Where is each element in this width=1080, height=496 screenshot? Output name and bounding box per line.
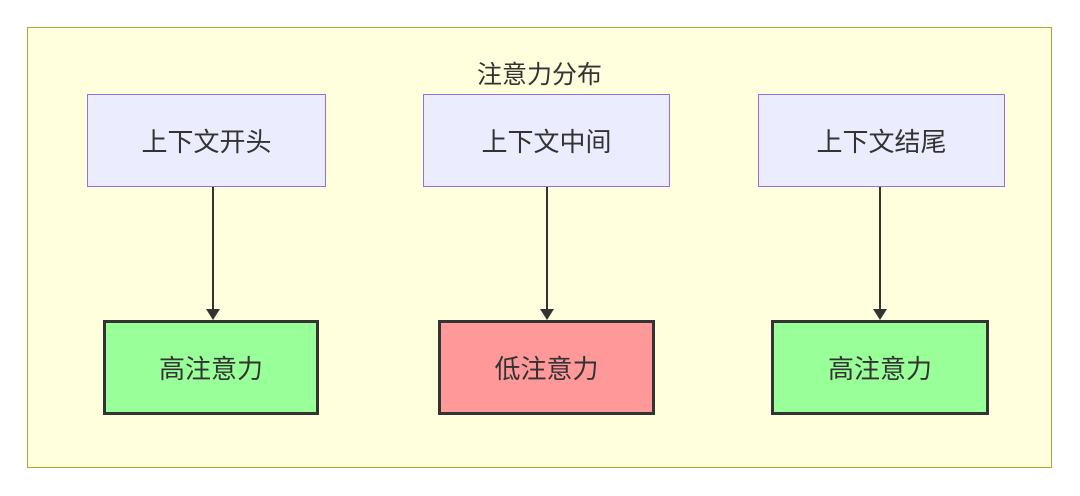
arrow-context-end-to-high-attention: [873, 187, 887, 320]
arrow-line: [546, 187, 548, 311]
high-attention-node-left: 高注意力: [103, 320, 319, 415]
context-middle-node: 上下文中间: [423, 94, 670, 187]
arrow-head-icon: [540, 309, 554, 320]
arrow-context-middle-to-low-attention: [540, 187, 554, 320]
cluster-title: 注意力分布: [476, 61, 602, 89]
high-attention-node-right: 高注意力: [771, 320, 989, 415]
low-attention-node: 低注意力: [438, 320, 655, 415]
arrow-context-start-to-high-attention: [206, 187, 220, 320]
arrow-head-icon: [206, 309, 220, 320]
context-start-node: 上下文开头: [87, 94, 326, 187]
arrow-line: [212, 187, 214, 311]
context-end-node: 上下文结尾: [758, 94, 1005, 187]
arrow-head-icon: [873, 309, 887, 320]
arrow-line: [879, 187, 881, 311]
